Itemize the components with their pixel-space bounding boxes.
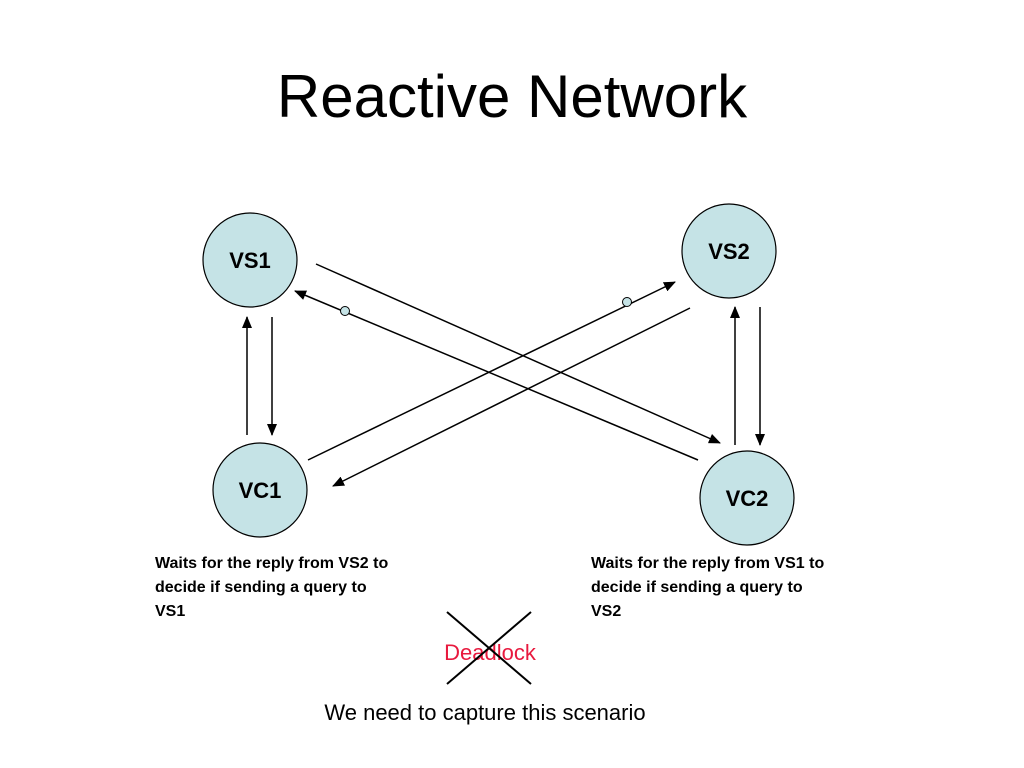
arrow-vc2-to-vs1 xyxy=(294,290,699,461)
deadlock-cross-icon xyxy=(446,611,532,685)
node-vc2-label: VC2 xyxy=(726,486,769,511)
page-title: Reactive Network xyxy=(276,63,748,130)
arrow-vs1-to-vc2 xyxy=(315,263,721,444)
node-vc1-label: VC1 xyxy=(239,478,282,503)
vc1-wait-note: Waits for the reply from VS2 to decide i… xyxy=(155,555,389,620)
deadlock-label: Deadlock xyxy=(444,640,536,665)
node-vs1: VS1 xyxy=(202,212,298,308)
vc2-wait-note: Waits for the reply from VS1 to decide i… xyxy=(591,555,825,620)
node-vs1-label: VS1 xyxy=(229,248,271,273)
node-vc1: VC1 xyxy=(212,442,308,538)
arrow-vc1-to-vs2 xyxy=(307,281,676,461)
message-dot-vc2-vs1 xyxy=(340,306,350,316)
footer-text: We need to capture this scenario xyxy=(324,700,646,725)
node-vs2-label: VS2 xyxy=(708,239,750,264)
node-vs2: VS2 xyxy=(681,203,777,299)
arrow-vs2-to-vc1 xyxy=(332,307,691,487)
node-vc2: VC2 xyxy=(699,450,795,546)
message-dot-vc1-vs2 xyxy=(622,297,632,307)
